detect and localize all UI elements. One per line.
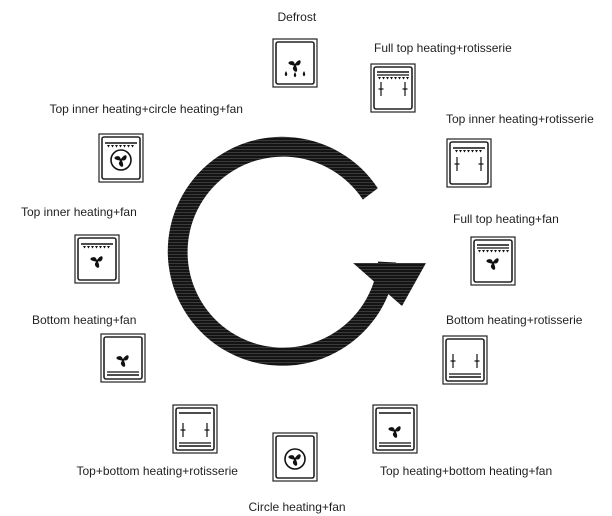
mode-label-defrost: Defrost [277,10,317,24]
top-inner-heating-rotisserie-icon [446,138,492,188]
top-inner-heating-fan-icon [74,234,120,284]
full-top-heating-fan-icon [470,236,516,286]
top-bottom-heating-rotisserie-icon [172,404,218,454]
bottom-heating-fan-icon [100,333,146,383]
top-inner-circle-heating-fan-icon [98,133,144,183]
mode-label-top-inner-fan: Top inner heating+fan [21,205,137,219]
mode-label-bottom-fan: Bottom heating+fan [32,313,137,327]
mode-label-top-bottom-rotisserie: Top+bottom heating+rotisserie [76,464,238,478]
mode-label-bottom-rotisserie: Bottom heating+rotisserie [446,313,583,327]
mode-label-full-top-fan: Full top heating+fan [453,212,559,226]
full-top-heating-rotisserie-icon [370,63,416,113]
mode-label-top-bottom-fan: Top heating+bottom heating+fan [380,464,553,478]
cycle-arrow-ring [167,136,397,366]
mode-label-full-top-rotisserie: Full top heating+rotisserie [374,41,512,55]
mode-label-circle-fan: Circle heating+fan [248,500,346,514]
cycle-arrow-head [353,263,426,306]
bottom-heating-rotisserie-icon [442,335,488,385]
mode-label-top-inner-circle-fan: Top inner heating+circle heating+fan [49,102,243,116]
mode-label-top-inner-rotisserie: Top inner heating+rotisserie [446,112,594,126]
circle-heating-fan-icon [272,432,318,482]
defrost-icon [272,38,318,88]
top-bottom-heating-fan-icon [372,404,418,454]
